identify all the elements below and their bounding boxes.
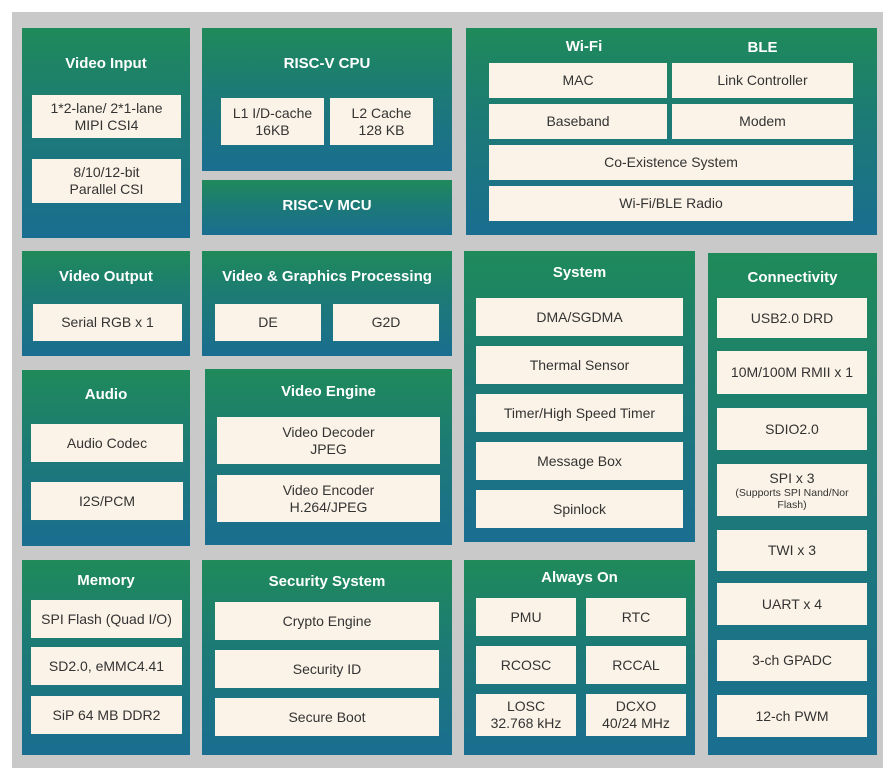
box-audio-codec: Audio Codec — [31, 424, 183, 462]
block-title: Video & Graphics Processing — [222, 268, 432, 285]
block-always-on: Always On PMU RTC RCOSC RCCAL LOSC 32.76… — [464, 560, 695, 755]
block-system: System DMA/SGDMA Thermal Sensor Timer/Hi… — [464, 251, 695, 542]
box-dma: DMA/SGDMA — [476, 298, 683, 336]
box-mipi-csi: 1*2-lane/ 2*1-lane MIPI CSI4 — [32, 95, 181, 138]
box-twi: TWI x 3 — [717, 530, 867, 571]
block-security: Security System Crypto Engine Security I… — [202, 560, 452, 755]
box-parallel-csi: 8/10/12-bit Parallel CSI — [32, 159, 181, 203]
box-message-box: Message Box — [476, 442, 683, 480]
block-wifi-ble: Wi-Fi BLE MAC Link Controller Baseband M… — [466, 28, 877, 235]
block-video-input: Video Input 1*2-lane/ 2*1-lane MIPI CSI4… — [22, 28, 190, 238]
block-video-output: Video Output Serial RGB x 1 — [22, 251, 190, 356]
block-title: Connectivity — [747, 269, 838, 286]
box-usb: USB2.0 DRD — [717, 298, 867, 338]
box-serial-rgb: Serial RGB x 1 — [33, 304, 182, 341]
block-risc-v-mcu: RISC-V MCU — [202, 180, 452, 235]
box-spi-flash: SPI Flash (Quad I/O) — [31, 600, 182, 638]
box-coexistence: Co-Existence System — [489, 145, 853, 180]
box-video-decoder: Video Decoder JPEG — [217, 417, 440, 464]
box-baseband: Baseband — [489, 104, 667, 139]
ble-title: BLE — [747, 39, 778, 56]
box-spi: SPI x 3 (Supports SPI Nand/Nor Flash) — [717, 464, 867, 516]
block-title: System — [552, 264, 607, 281]
box-crypto-engine: Crypto Engine — [215, 602, 439, 640]
box-sd-emmc: SD2.0, eMMC4.41 — [31, 647, 182, 685]
box-timer: Timer/High Speed Timer — [476, 394, 683, 432]
box-rccal: RCCAL — [586, 646, 686, 684]
box-sdio: SDIO2.0 — [717, 408, 867, 450]
block-video-graphics: Video & Graphics Processing DE G2D — [202, 251, 452, 356]
box-secure-boot: Secure Boot — [215, 698, 439, 736]
box-l2-cache: L2 Cache 128 KB — [330, 98, 433, 145]
box-video-encoder: Video Encoder H.264/JPEG — [217, 475, 440, 522]
box-wifi-ble-radio: Wi-Fi/BLE Radio — [489, 186, 853, 221]
box-sip-ddr2: SiP 64 MB DDR2 — [31, 696, 182, 734]
box-de: DE — [215, 304, 321, 341]
block-video-engine: Video Engine Video Decoder JPEG Video En… — [205, 369, 452, 545]
box-i2s-pcm: I2S/PCM — [31, 482, 183, 520]
box-pwm: 12-ch PWM — [717, 695, 867, 737]
box-l1-cache: L1 I/D-cache 16KB — [221, 98, 324, 145]
box-g2d: G2D — [333, 304, 439, 341]
box-security-id: Security ID — [215, 650, 439, 688]
block-title: Memory — [77, 572, 135, 589]
block-title: Audio — [84, 386, 128, 403]
box-spinlock: Spinlock — [476, 490, 683, 528]
block-risc-v-cpu: RISC-V CPU L1 I/D-cache 16KB L2 Cache 12… — [202, 28, 452, 171]
wifi-title: Wi-Fi — [565, 38, 603, 55]
box-rcosc: RCOSC — [476, 646, 576, 684]
box-rtc: RTC — [586, 598, 686, 636]
box-modem: Modem — [672, 104, 853, 139]
box-rmii: 10M/100M RMII x 1 — [717, 351, 867, 394]
block-title: RISC-V MCU — [282, 197, 372, 214]
block-title: Always On — [541, 569, 618, 586]
box-thermal-sensor: Thermal Sensor — [476, 346, 683, 384]
box-uart: UART x 4 — [717, 583, 867, 625]
block-title: Security System — [268, 573, 386, 590]
box-pmu: PMU — [476, 598, 576, 636]
block-title: Video Input — [65, 55, 147, 72]
box-losc: LOSC 32.768 kHz — [476, 694, 576, 736]
block-title: RISC-V CPU — [283, 55, 371, 72]
box-dcxo: DCXO 40/24 MHz — [586, 694, 686, 736]
block-memory: Memory SPI Flash (Quad I/O) SD2.0, eMMC4… — [22, 560, 190, 755]
block-audio: Audio Audio Codec I2S/PCM — [22, 370, 190, 546]
box-gpadc: 3-ch GPADC — [717, 640, 867, 681]
box-link-controller: Link Controller — [672, 63, 853, 98]
block-title: Video Engine — [281, 383, 376, 400]
box-mac: MAC — [489, 63, 667, 98]
block-title: Video Output — [59, 268, 153, 285]
block-connectivity: Connectivity USB2.0 DRD 10M/100M RMII x … — [708, 253, 877, 755]
